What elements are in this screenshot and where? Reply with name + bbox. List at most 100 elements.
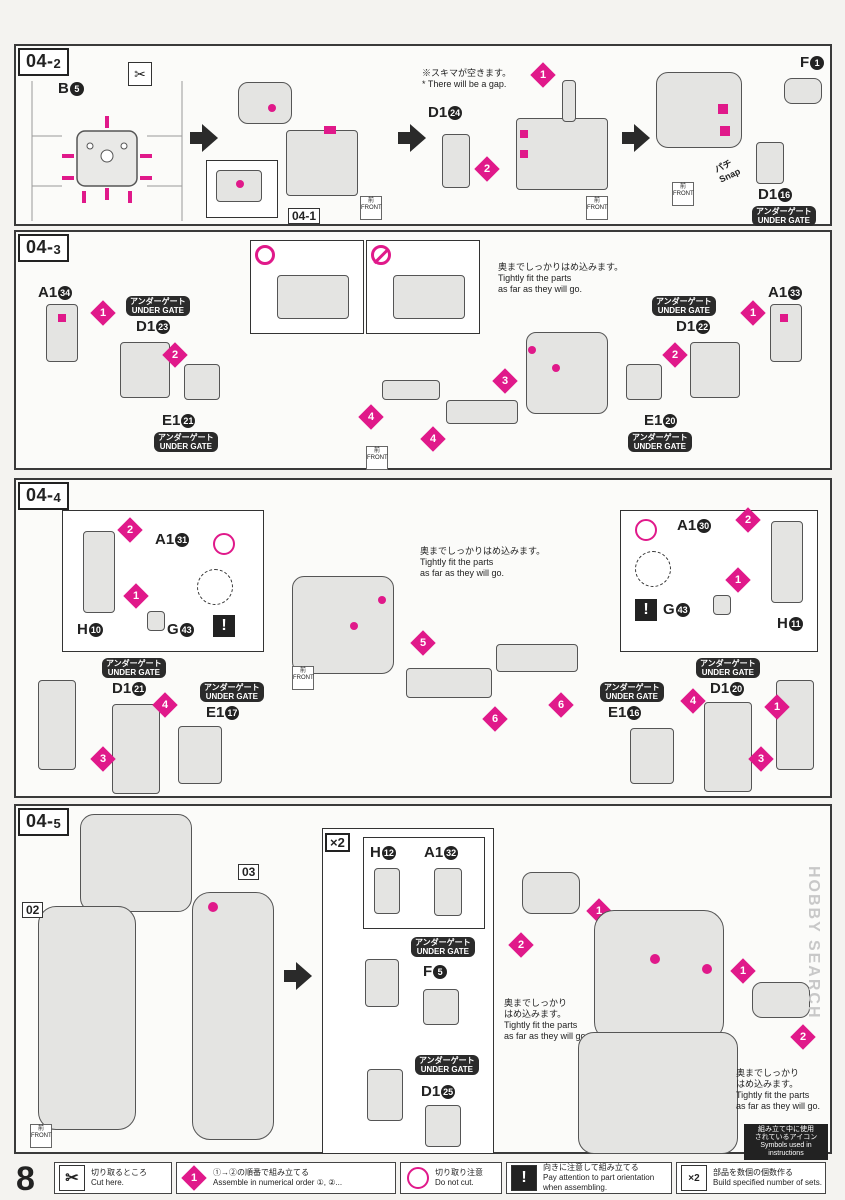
caution-icon: ! [511,1165,537,1191]
legs-illustration [578,1032,738,1154]
step-number-icon: 1 [181,1165,207,1191]
ok-detail-illustration [277,275,349,319]
nipper-icon: ✂ [128,62,152,86]
armor-plate-illustration [752,982,810,1018]
next-step-arrow [190,124,218,152]
g-part-illustration [713,595,731,615]
part-number: 5 [433,964,448,979]
step-number-2: 2 [117,517,143,543]
step-number-3: 3 [492,368,518,394]
f-part-illustration [423,989,459,1025]
step-id-04-2: 04-2 [18,48,70,76]
pink-contact-dot [378,596,386,604]
f1-part-illustration [784,78,822,104]
step-number-1: 1 [740,300,766,326]
part-number: 22 [696,319,711,334]
gap-note: ※スキマが空きます。* There will be a gap. [422,68,512,89]
part-number: 21 [132,681,147,696]
step-number-2: 2 [662,342,688,368]
pink-contact-dot [552,364,560,372]
part-number: 20 [663,413,678,428]
armor-plate-illustration [382,380,440,400]
step-number-6: 6 [482,706,508,732]
e1-part-illustration [184,364,220,400]
ng-example-box [366,240,480,334]
torso-block-illustration [286,130,358,196]
no-cut-icon [635,519,657,541]
part-number: 12 [381,845,396,860]
part-number: 34 [58,285,73,300]
pink-contact-dot [720,126,730,136]
part-b5-illustration [238,82,292,124]
e1-part-illustration [630,728,674,784]
armor-plate-illustration [522,872,580,914]
no-cut-icon [213,533,235,555]
pink-contact-dot [528,346,536,354]
caution-icon: ! [213,615,235,637]
e1-part-illustration [626,364,662,400]
step-number-2: 2 [735,507,761,533]
d1-part-illustration [442,134,470,188]
pink-contact-dot [780,314,788,322]
pink-contact-dot [58,314,66,322]
part-number: 20 [730,681,745,696]
part-number: 16 [627,705,642,720]
pink-contact-dot [350,622,358,630]
part-number: 43 [179,622,194,637]
shoulder-sub-illustration [365,959,399,1007]
gate-detail-circle [197,569,233,605]
step-number-1: 1 [530,62,556,88]
d1-part-illustration [112,704,160,794]
part-number: 25 [441,1084,456,1099]
page-number: 8 [16,1160,35,1198]
pink-contact-dot [520,130,528,138]
leg-03-illustration [192,892,274,1140]
pink-contact-dot [702,964,712,974]
part-number: 16 [778,187,793,202]
gate-detail-circle [635,551,671,587]
pink-contact-dot [520,150,528,158]
no-cut-icon [407,1167,429,1189]
ok-example-box [250,240,364,334]
step-number-1: 1 [90,300,116,326]
part-number-b5: 5 [69,81,84,96]
leg-armor-illustration [38,680,76,770]
step-number-2: 2 [508,932,534,958]
part-number: 31 [175,532,190,547]
armor-plate-illustration [446,400,518,424]
ref-label-03: 03 [238,864,260,880]
